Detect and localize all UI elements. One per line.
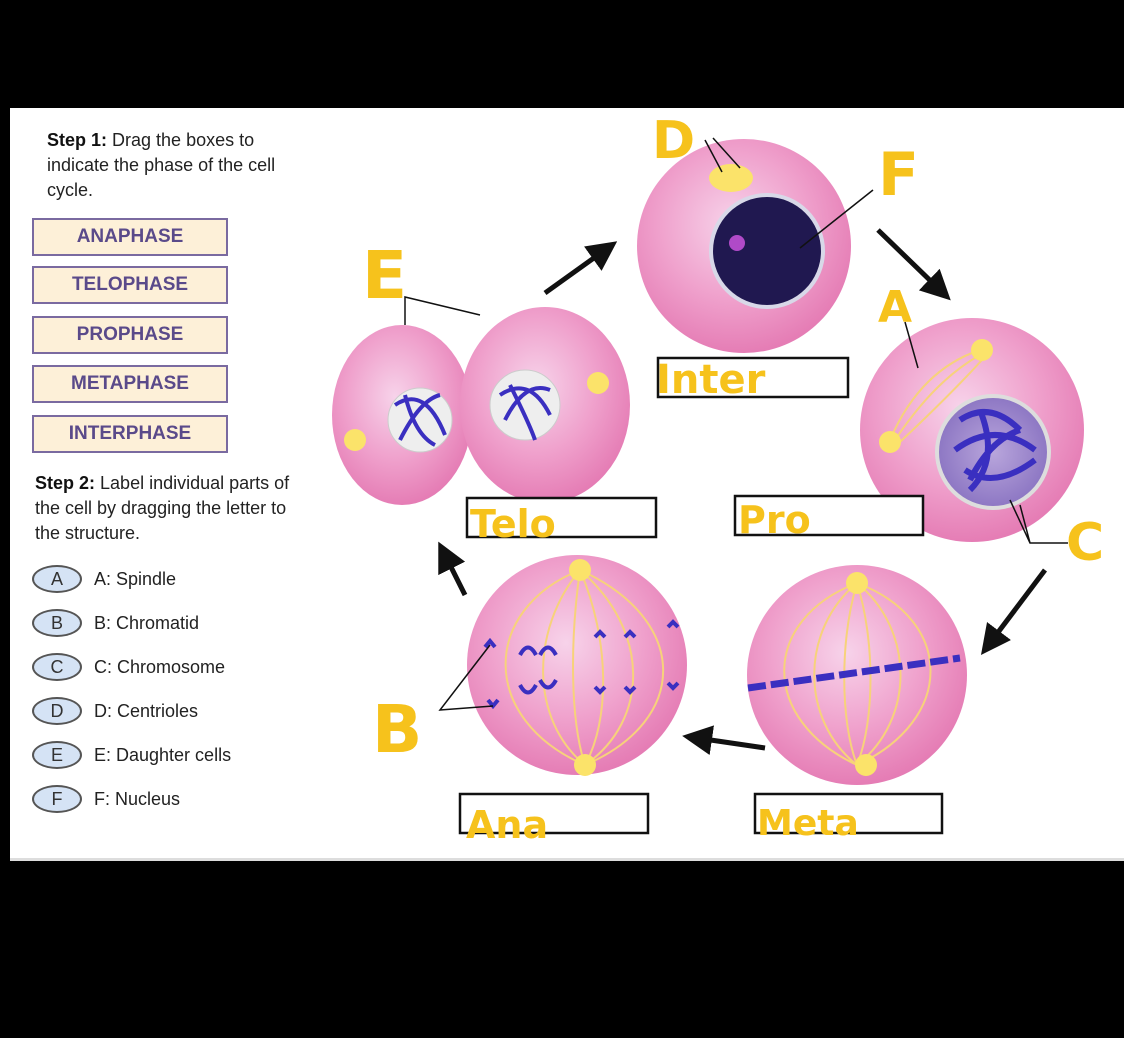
leader-lines xyxy=(404,137,1068,711)
handwritten-ana: Ana xyxy=(466,803,548,847)
handwritten-meta: Meta xyxy=(757,803,859,844)
step1-text: Drag the boxes to indicate the phase of … xyxy=(47,130,276,200)
letter-chip-d[interactable]: D xyxy=(32,697,82,725)
drop-box-anaphase[interactable] xyxy=(458,792,650,835)
letter-chip-c[interactable]: C xyxy=(32,653,82,681)
letter-chip-a[interactable]: A xyxy=(32,565,82,593)
letter-item-e: E E: Daughter cells xyxy=(32,739,231,771)
letter-label: E: Daughter cells xyxy=(94,744,232,765)
letter-item-f: F F: Nucleus xyxy=(32,783,180,815)
handwritten-d: D xyxy=(652,111,695,171)
phase-box-prophase[interactable]: PROPHASE xyxy=(32,316,228,354)
drop-box-interphase[interactable] xyxy=(656,356,850,399)
letter-item-d: D D: Centrioles xyxy=(32,695,198,727)
step1-instructions: Step 1: Drag the boxes to indicate the p… xyxy=(47,128,312,203)
drop-box-metaphase[interactable] xyxy=(753,792,944,835)
handwritten-inter: Inter xyxy=(656,357,766,403)
letter-item-a: A A: Spindle xyxy=(32,563,176,595)
drop-box-telophase[interactable] xyxy=(465,496,658,539)
step2-text: Label individual parts of the cell by dr… xyxy=(35,473,290,543)
cycle-arrows xyxy=(438,228,1047,756)
step1-title: Step 1: xyxy=(47,130,108,150)
prophase-cell xyxy=(860,318,1084,542)
handwritten-e: E xyxy=(362,237,407,314)
interphase-cell xyxy=(637,139,851,353)
telophase-cell xyxy=(332,307,630,505)
drop-box-prophase[interactable] xyxy=(733,494,925,537)
step2-instructions: Step 2: Label individual parts of the ce… xyxy=(35,471,305,546)
handwritten-b: B xyxy=(372,691,422,768)
phase-box-interphase[interactable]: INTERPHASE xyxy=(32,415,228,453)
phase-box-anaphase[interactable]: ANAPHASE xyxy=(32,218,228,256)
letter-label: C: Chromosome xyxy=(94,656,226,677)
letter-chip-f[interactable]: F xyxy=(32,785,82,813)
letter-item-c: C C: Chromosome xyxy=(32,651,225,683)
metaphase-cell xyxy=(747,565,967,785)
letter-label: B: Chromatid xyxy=(94,612,200,633)
letter-chip-e[interactable]: E xyxy=(32,741,82,769)
letter-item-b: B B: Chromatid xyxy=(32,607,199,639)
letter-label: A: Spindle xyxy=(94,568,177,589)
phase-box-telophase[interactable]: TELOPHASE xyxy=(32,266,228,304)
anaphase-cell xyxy=(467,555,687,776)
letter-label: F: Nucleus xyxy=(94,788,181,809)
handwritten-pro: Pro xyxy=(738,498,811,542)
handwritten-telo: Telo xyxy=(470,502,556,546)
letter-chip-b[interactable]: B xyxy=(32,609,82,637)
centrioles-icon xyxy=(709,164,753,192)
handwritten-a: A xyxy=(878,282,912,333)
handwritten-c: C xyxy=(1066,513,1104,573)
handwritten-f: F xyxy=(878,140,919,210)
step2-title: Step 2: xyxy=(35,473,96,493)
letter-label: D: Centrioles xyxy=(94,700,199,721)
phase-box-metaphase[interactable]: METAPHASE xyxy=(32,365,228,403)
